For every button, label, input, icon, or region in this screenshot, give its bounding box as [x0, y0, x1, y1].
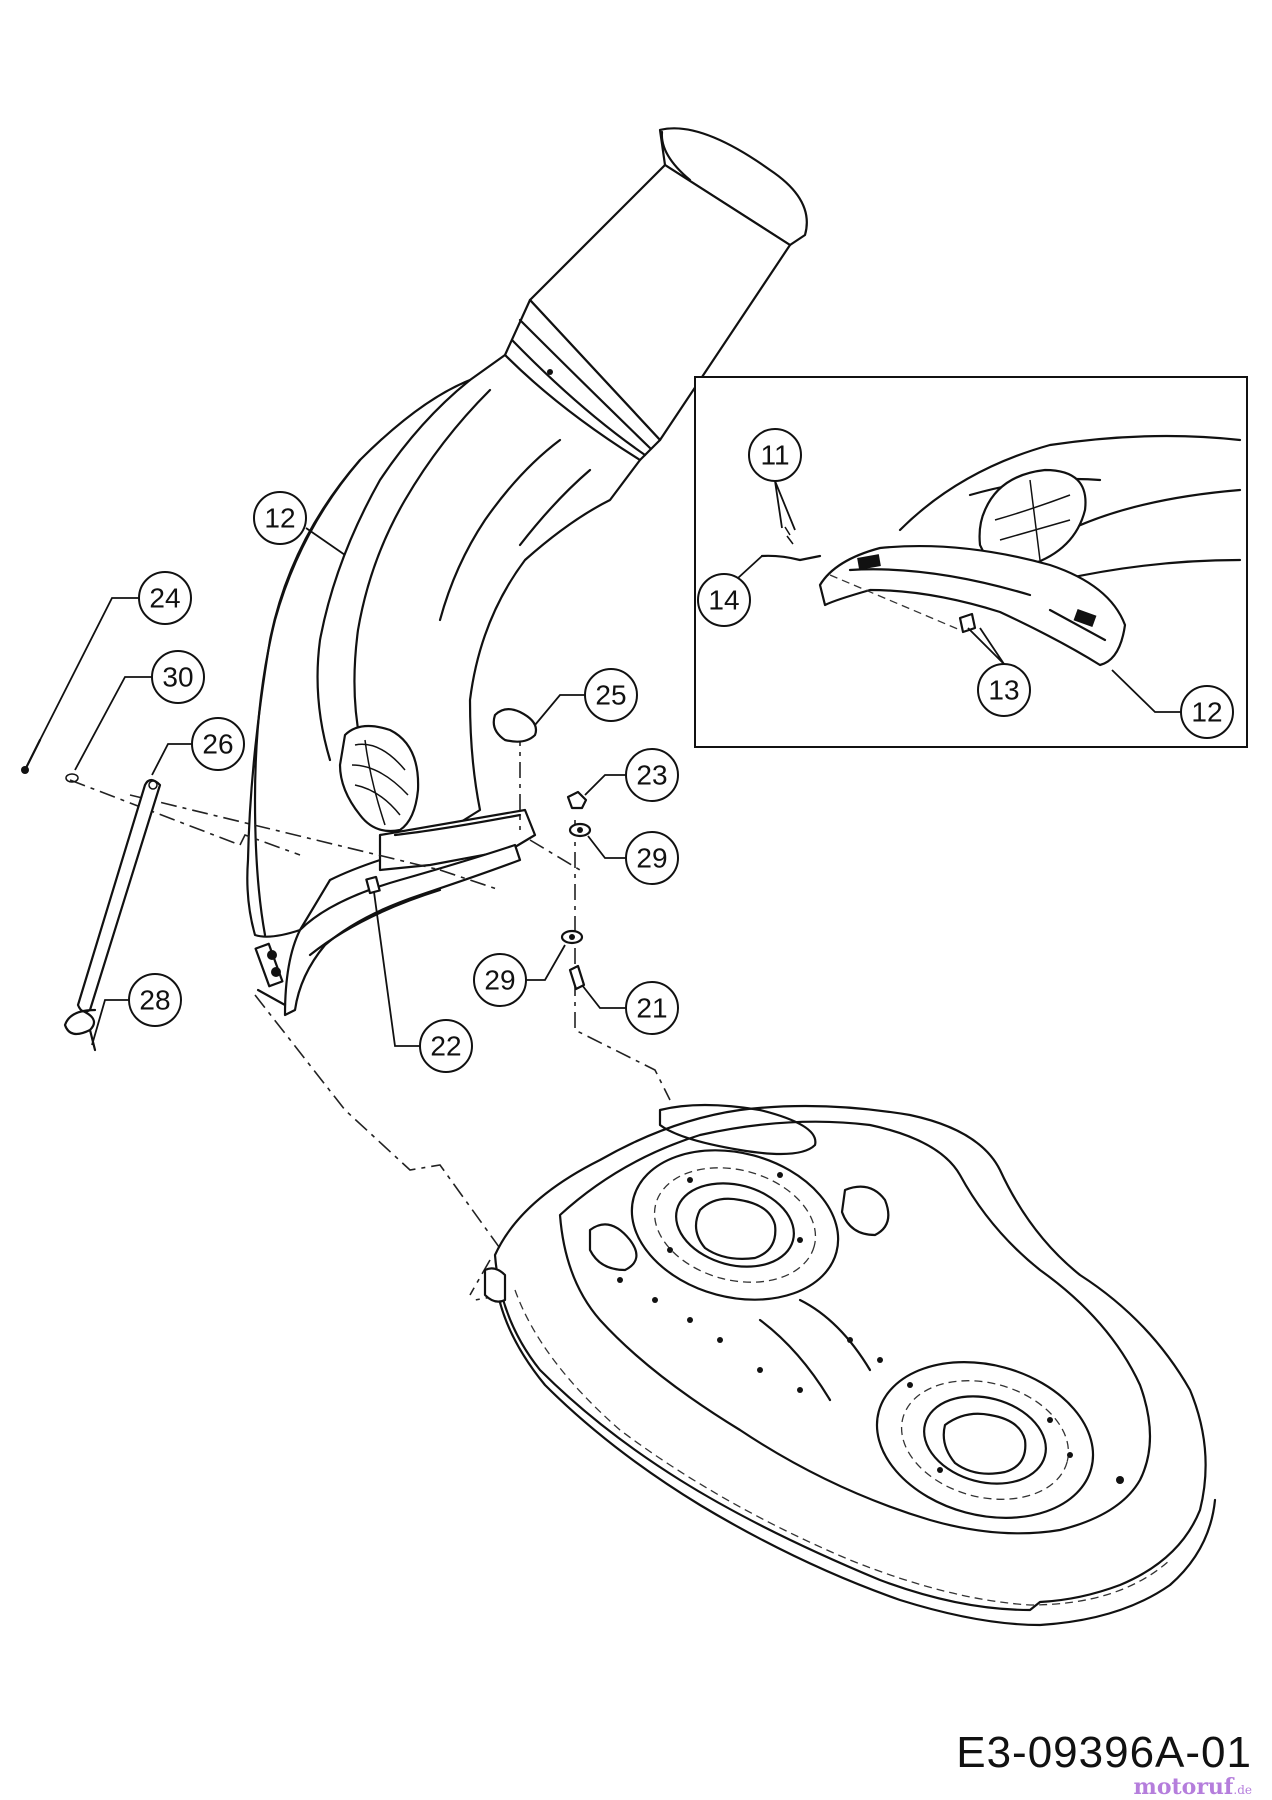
callout-30-label: 30	[162, 662, 193, 693]
callout-29-upper-label: 29	[636, 843, 667, 874]
callout-12-inset-label: 12	[1191, 697, 1222, 728]
chute-base-bracket	[254, 808, 537, 1017]
part-25-knob	[492, 708, 538, 743]
callout-26-label: 26	[202, 729, 233, 760]
callouts: 12 24 30 26 28 25 23 29 29	[39, 428, 1234, 1073]
callout-11-label: 11	[760, 440, 789, 471]
part-30-washer	[65, 773, 79, 783]
callout-13-label: 13	[988, 675, 1019, 706]
part-24-pin	[23, 738, 42, 772]
part-21-bolt	[568, 964, 586, 991]
callout-21-label: 21	[636, 993, 667, 1024]
part-23-nut	[566, 790, 588, 810]
callout-24-label: 24	[149, 583, 180, 614]
part-28-clip	[63, 1008, 97, 1052]
callout-23-label: 23	[636, 760, 667, 791]
callout-22-label: 22	[430, 1031, 461, 1062]
deck-bolt-holes	[617, 1172, 1124, 1484]
callout-12-label: 12	[264, 503, 295, 534]
chute-grip	[338, 724, 420, 833]
small-parts	[21, 708, 592, 1052]
watermark-brand: motoruf	[1133, 1774, 1234, 1800]
callout-12	[253, 491, 307, 545]
callout-29-lower-label: 29	[484, 965, 515, 996]
callout-28-label: 28	[139, 985, 170, 1016]
watermark-suffix: .de	[1233, 1783, 1252, 1797]
discharge-chute	[246, 127, 808, 1017]
watermark: motoruf.de	[1134, 1774, 1252, 1800]
part-22-pin	[365, 875, 381, 895]
drawing-code: E3-09396A-01	[956, 1728, 1252, 1777]
callout-14	[697, 573, 751, 627]
mower-deck	[483, 1103, 1217, 1627]
callout-14-label: 14	[708, 585, 739, 616]
callout-25-label: 25	[595, 680, 626, 711]
